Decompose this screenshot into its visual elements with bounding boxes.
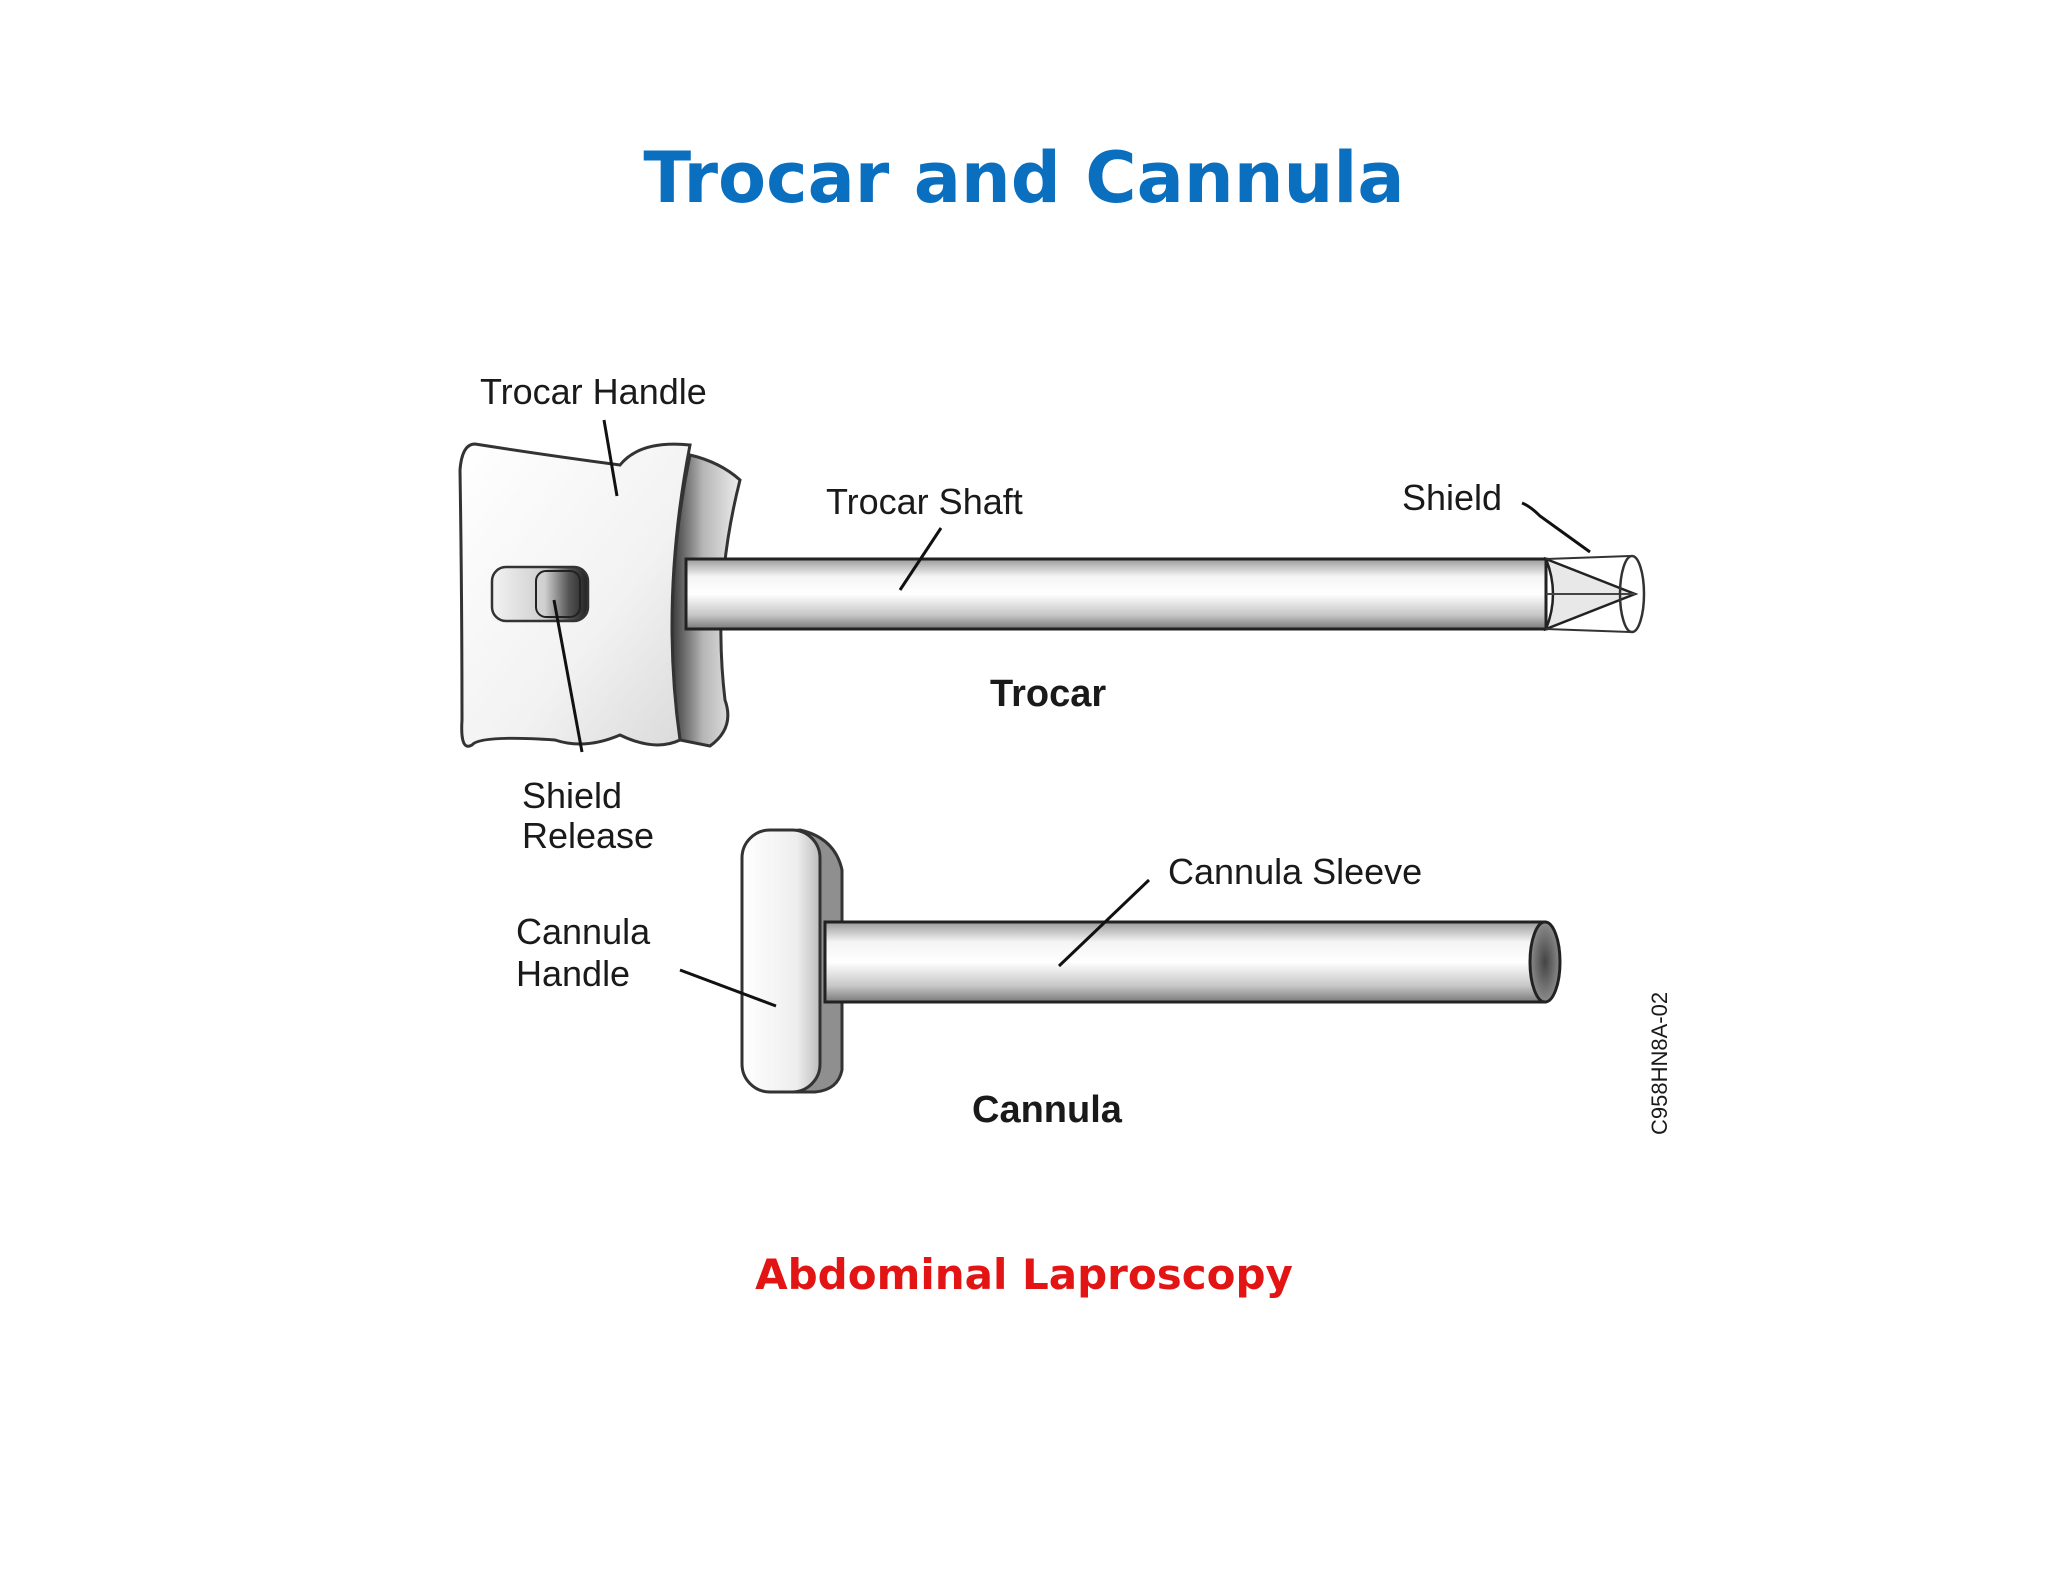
cannula-handle xyxy=(740,828,822,1094)
cannula-assembly xyxy=(740,828,1562,1094)
label-cannula-handle-line1: Cannula xyxy=(516,911,651,952)
trocar-shield xyxy=(1545,555,1631,633)
slide-title: Trocar and Cannula xyxy=(643,137,1405,219)
trocar-shaft xyxy=(684,557,1548,631)
trocar-assembly xyxy=(458,442,1646,748)
label-shield-release-line1: Shield xyxy=(522,775,622,816)
label-cannula-sleeve: Cannula Sleeve xyxy=(1168,851,1422,892)
cannula-sleeve xyxy=(823,920,1547,1004)
label-cannula: Cannula xyxy=(972,1089,1123,1131)
label-shield-release-line2: Release xyxy=(522,815,654,856)
figure-code: C958HN8A-02 xyxy=(1647,992,1672,1135)
label-cannula-handle-line2: Handle xyxy=(516,953,630,994)
label-trocar: Trocar xyxy=(990,673,1106,715)
label-trocar-shaft: Trocar Shaft xyxy=(826,481,1023,522)
slide-caption: Abdominal Laproscopy xyxy=(755,1250,1293,1299)
label-trocar-handle: Trocar Handle xyxy=(480,371,707,412)
cannula-bore xyxy=(1528,920,1562,1004)
label-shield: Shield xyxy=(1402,477,1502,518)
shield-release-button xyxy=(490,565,590,623)
leader-lines xyxy=(552,419,1591,1008)
